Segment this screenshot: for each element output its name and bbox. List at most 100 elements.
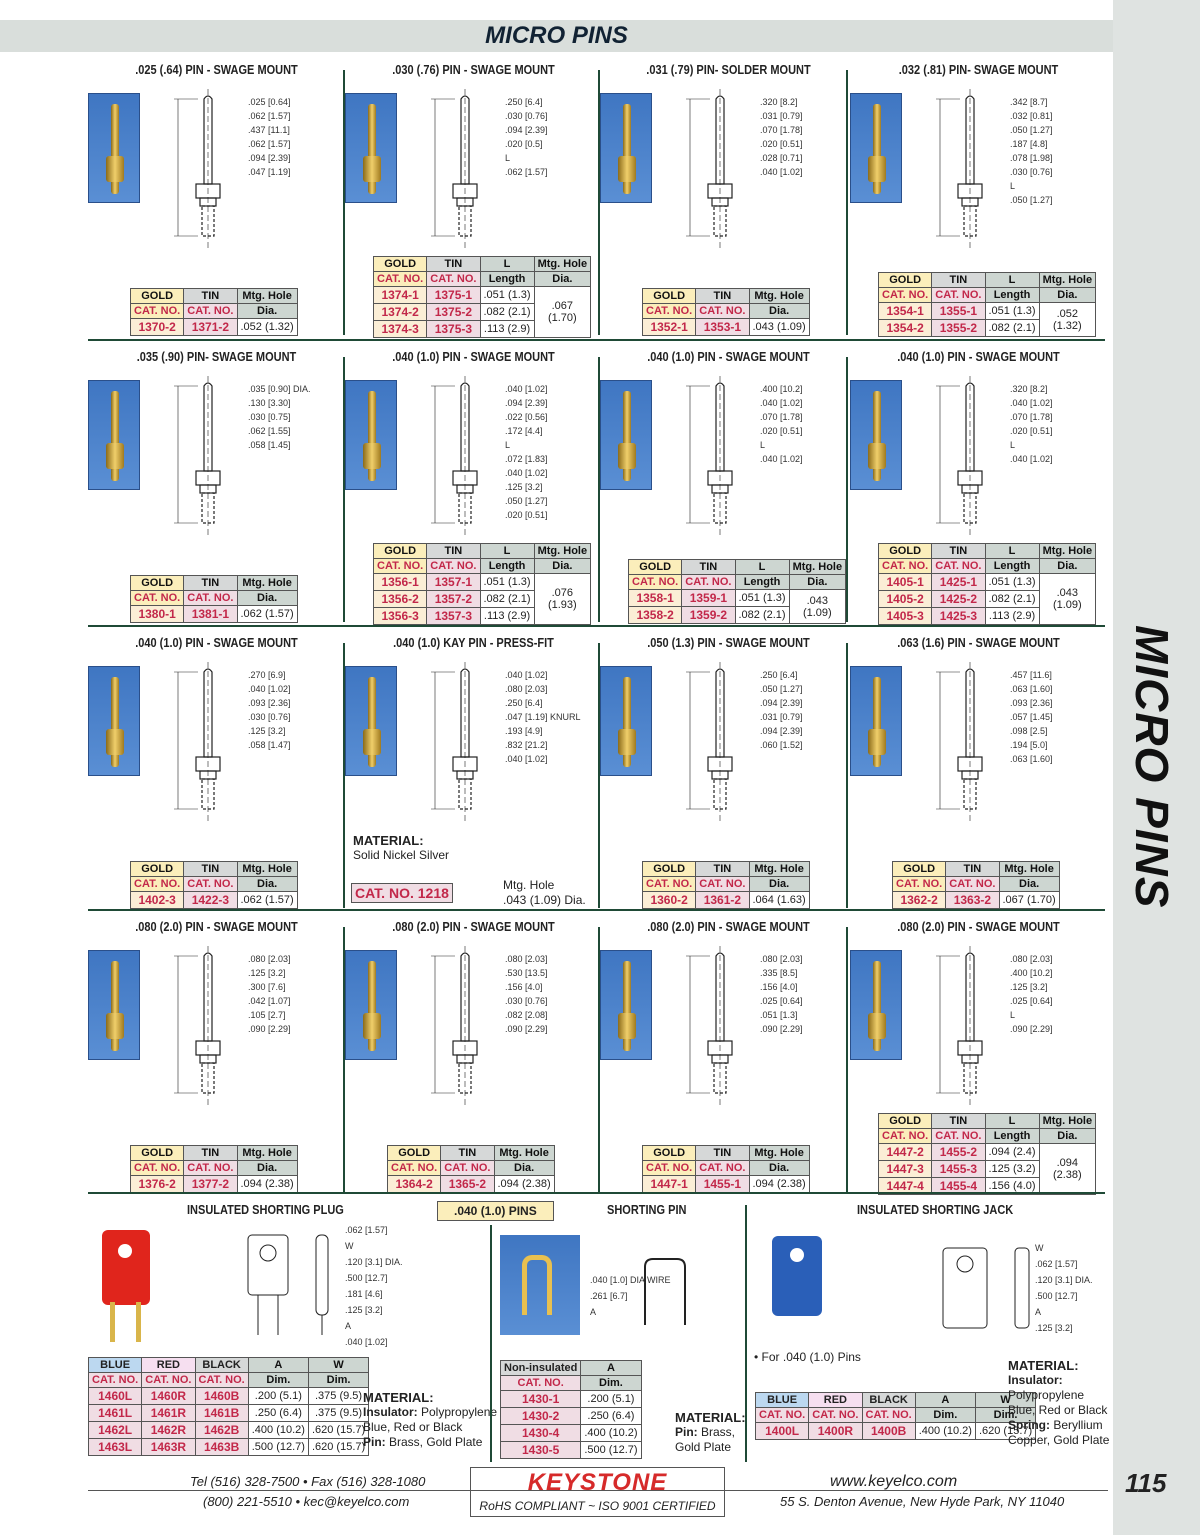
length-header: Length xyxy=(984,1128,1040,1144)
table-header: Dim. xyxy=(307,1372,370,1388)
cat-no: 1461L xyxy=(87,1404,143,1422)
gold-cat-no: 1374-3 xyxy=(372,320,428,338)
dimension-label: .250 [6.4] xyxy=(505,698,543,708)
length-value: .113 (2.9) xyxy=(479,320,535,338)
shorting-pin-drawing xyxy=(644,1258,686,1325)
material-text: Solid Nickel Silver xyxy=(353,848,450,862)
cat-no: 1460L xyxy=(87,1387,143,1405)
pin-photo xyxy=(850,666,902,776)
dimension-label: .020 [0.51] xyxy=(760,139,803,149)
gold-header: GOLD xyxy=(129,1145,185,1161)
pin-drawing xyxy=(174,376,221,536)
pin-title: .031 (.79) PIN- SOLDER MOUNT xyxy=(646,63,811,77)
gold-header: GOLD xyxy=(627,559,683,575)
cat-no: 1400L xyxy=(754,1422,810,1440)
cat-no: 1400R xyxy=(808,1422,863,1440)
dimension-label: .062 [1.55] xyxy=(248,426,291,436)
cat-no-header: CAT. NO. xyxy=(931,1128,986,1144)
material-text: Gold Plate xyxy=(675,1440,732,1454)
tin-header: TIN xyxy=(440,1145,495,1161)
gold-cat-no: 1356-1 xyxy=(372,573,428,591)
table-header: A xyxy=(914,1392,976,1408)
length-value: .125 (3.2) xyxy=(984,1160,1040,1178)
material-line: Pin: Brass, xyxy=(675,1425,746,1440)
pin-title: .040 (1.0) PIN - SWAGE MOUNT xyxy=(897,350,1060,364)
dimension-label: .030 [0.76] xyxy=(505,111,548,121)
dimension-label: .320 [8.2] xyxy=(1010,384,1048,394)
material-text: Copper, Gold Plate xyxy=(1008,1433,1110,1447)
length-value: .082 (2.1) xyxy=(734,606,790,624)
dimension-label: .032 [0.81] xyxy=(1010,111,1053,121)
dimension-value: .500 (12.7) xyxy=(580,1441,642,1459)
dimension-label: .062 [1.57] xyxy=(248,139,291,149)
cat-no: 1460B xyxy=(194,1387,249,1405)
dimension-label: .094 [2.39] xyxy=(760,726,803,736)
tin-cat-no: 1375-3 xyxy=(426,320,481,338)
footer-phone2[interactable]: (800) 221-5510 • kec@keyelco.com xyxy=(203,1494,410,1509)
dimension-label: .130 [3.30] xyxy=(248,398,291,408)
jack-title: INSULATED SHORTING JACK xyxy=(857,1203,1014,1217)
cat-no: 1430-5 xyxy=(499,1441,582,1459)
mtg-hole-header: Mtg. Hole xyxy=(788,559,847,575)
dimension-label: L xyxy=(1010,1010,1016,1020)
column-divider xyxy=(846,927,848,1192)
cat-no: 1430-1 xyxy=(499,1390,582,1408)
pin-cell: .063 (1.6) PIN - SWAGE MOUNT.457 [11.6].… xyxy=(850,628,1107,913)
mtg-hole-value: .094 (2.38) xyxy=(236,1175,298,1193)
pin-drawing xyxy=(431,662,478,822)
dimension-label: .040 [1.02] xyxy=(505,384,548,394)
pin-cell: .080 (2.0) PIN - SWAGE MOUNT.080 [2.03].… xyxy=(345,912,602,1197)
mtg-hole-header: Mtg. Hole xyxy=(748,1145,810,1161)
material-key: Pin: xyxy=(363,1435,386,1449)
table-header: CAT. NO. xyxy=(194,1372,249,1388)
dimension-label: .030 [0.76] xyxy=(505,996,548,1006)
dimension-label: .025 [0.64] xyxy=(1010,996,1053,1006)
pin-photo xyxy=(88,666,140,776)
dimension-label: .125 [3.2] xyxy=(505,482,543,492)
pin-title: .050 (1.3) PIN - SWAGE MOUNT xyxy=(647,636,810,650)
table-header: A xyxy=(580,1360,642,1376)
mtg-hole-header: Mtg. Hole xyxy=(236,288,298,304)
mtg-hole-value: .043 (1.09) xyxy=(1038,573,1097,625)
website-link[interactable]: www.keyelco.com xyxy=(830,1473,958,1490)
cat-no-header: CAT. NO. xyxy=(426,558,481,574)
pin-drawing xyxy=(936,662,983,822)
cat-no: 1462L xyxy=(87,1421,143,1439)
dimension-value: .620 (15.7) xyxy=(307,1421,370,1439)
pin-photo xyxy=(850,950,902,1060)
tin-cat-no: 1355-2 xyxy=(931,319,986,337)
length-value: .082 (2.1) xyxy=(984,590,1040,608)
mtg-hole-header: Mtg. Hole xyxy=(533,543,592,559)
mtg-hole-value: .052 (1.32) xyxy=(1038,302,1097,337)
cat-no: 1430-4 xyxy=(499,1424,582,1442)
tin-header: TIN xyxy=(695,1145,750,1161)
column-divider xyxy=(598,643,600,908)
dia-header: Dia. xyxy=(493,1160,555,1176)
material-text: Brass, xyxy=(697,1425,736,1439)
table-header: BLACK xyxy=(861,1392,916,1408)
pin-cell: .030 (.76) PIN - SWAGE MOUNT.250 [6.4].0… xyxy=(345,55,602,340)
dia-header: Dia. xyxy=(748,1160,810,1176)
dimension-label: .300 [7.6] xyxy=(248,982,286,992)
cat-no-header: CAT. NO. xyxy=(183,876,238,892)
pin-cell: .032 (.81) PIN- SWAGE MOUNT.342 [8.7].03… xyxy=(850,55,1107,340)
dimension-label: .030 [0.75] xyxy=(248,412,291,422)
table-header: CAT. NO. xyxy=(141,1372,196,1388)
dimension-label: .051 [1.3] xyxy=(760,1010,798,1020)
cat-no: 1461R xyxy=(141,1404,196,1422)
l-header: L xyxy=(479,543,535,559)
length-header: Length xyxy=(984,287,1040,303)
gold-cat-no: 1405-3 xyxy=(877,607,933,625)
column-divider xyxy=(598,927,600,1192)
dia-header: Dia. xyxy=(1038,1128,1097,1144)
cat-no-header: CAT. NO. xyxy=(945,876,1000,892)
material-line: Polypropylene xyxy=(1008,1388,1109,1403)
pin-cell: .040 (1.0) PIN - SWAGE MOUNT.400 [10.2].… xyxy=(600,342,857,627)
dimension-label: .030 [0.76] xyxy=(1010,167,1053,177)
dimension-list: .040 [1.02].080 [2.03].250 [6.4].047 [1.… xyxy=(505,668,581,766)
cat-no-header: CAT. NO. xyxy=(695,1160,750,1176)
column-divider xyxy=(598,357,600,622)
cat-no-header: CAT. NO. xyxy=(372,558,428,574)
